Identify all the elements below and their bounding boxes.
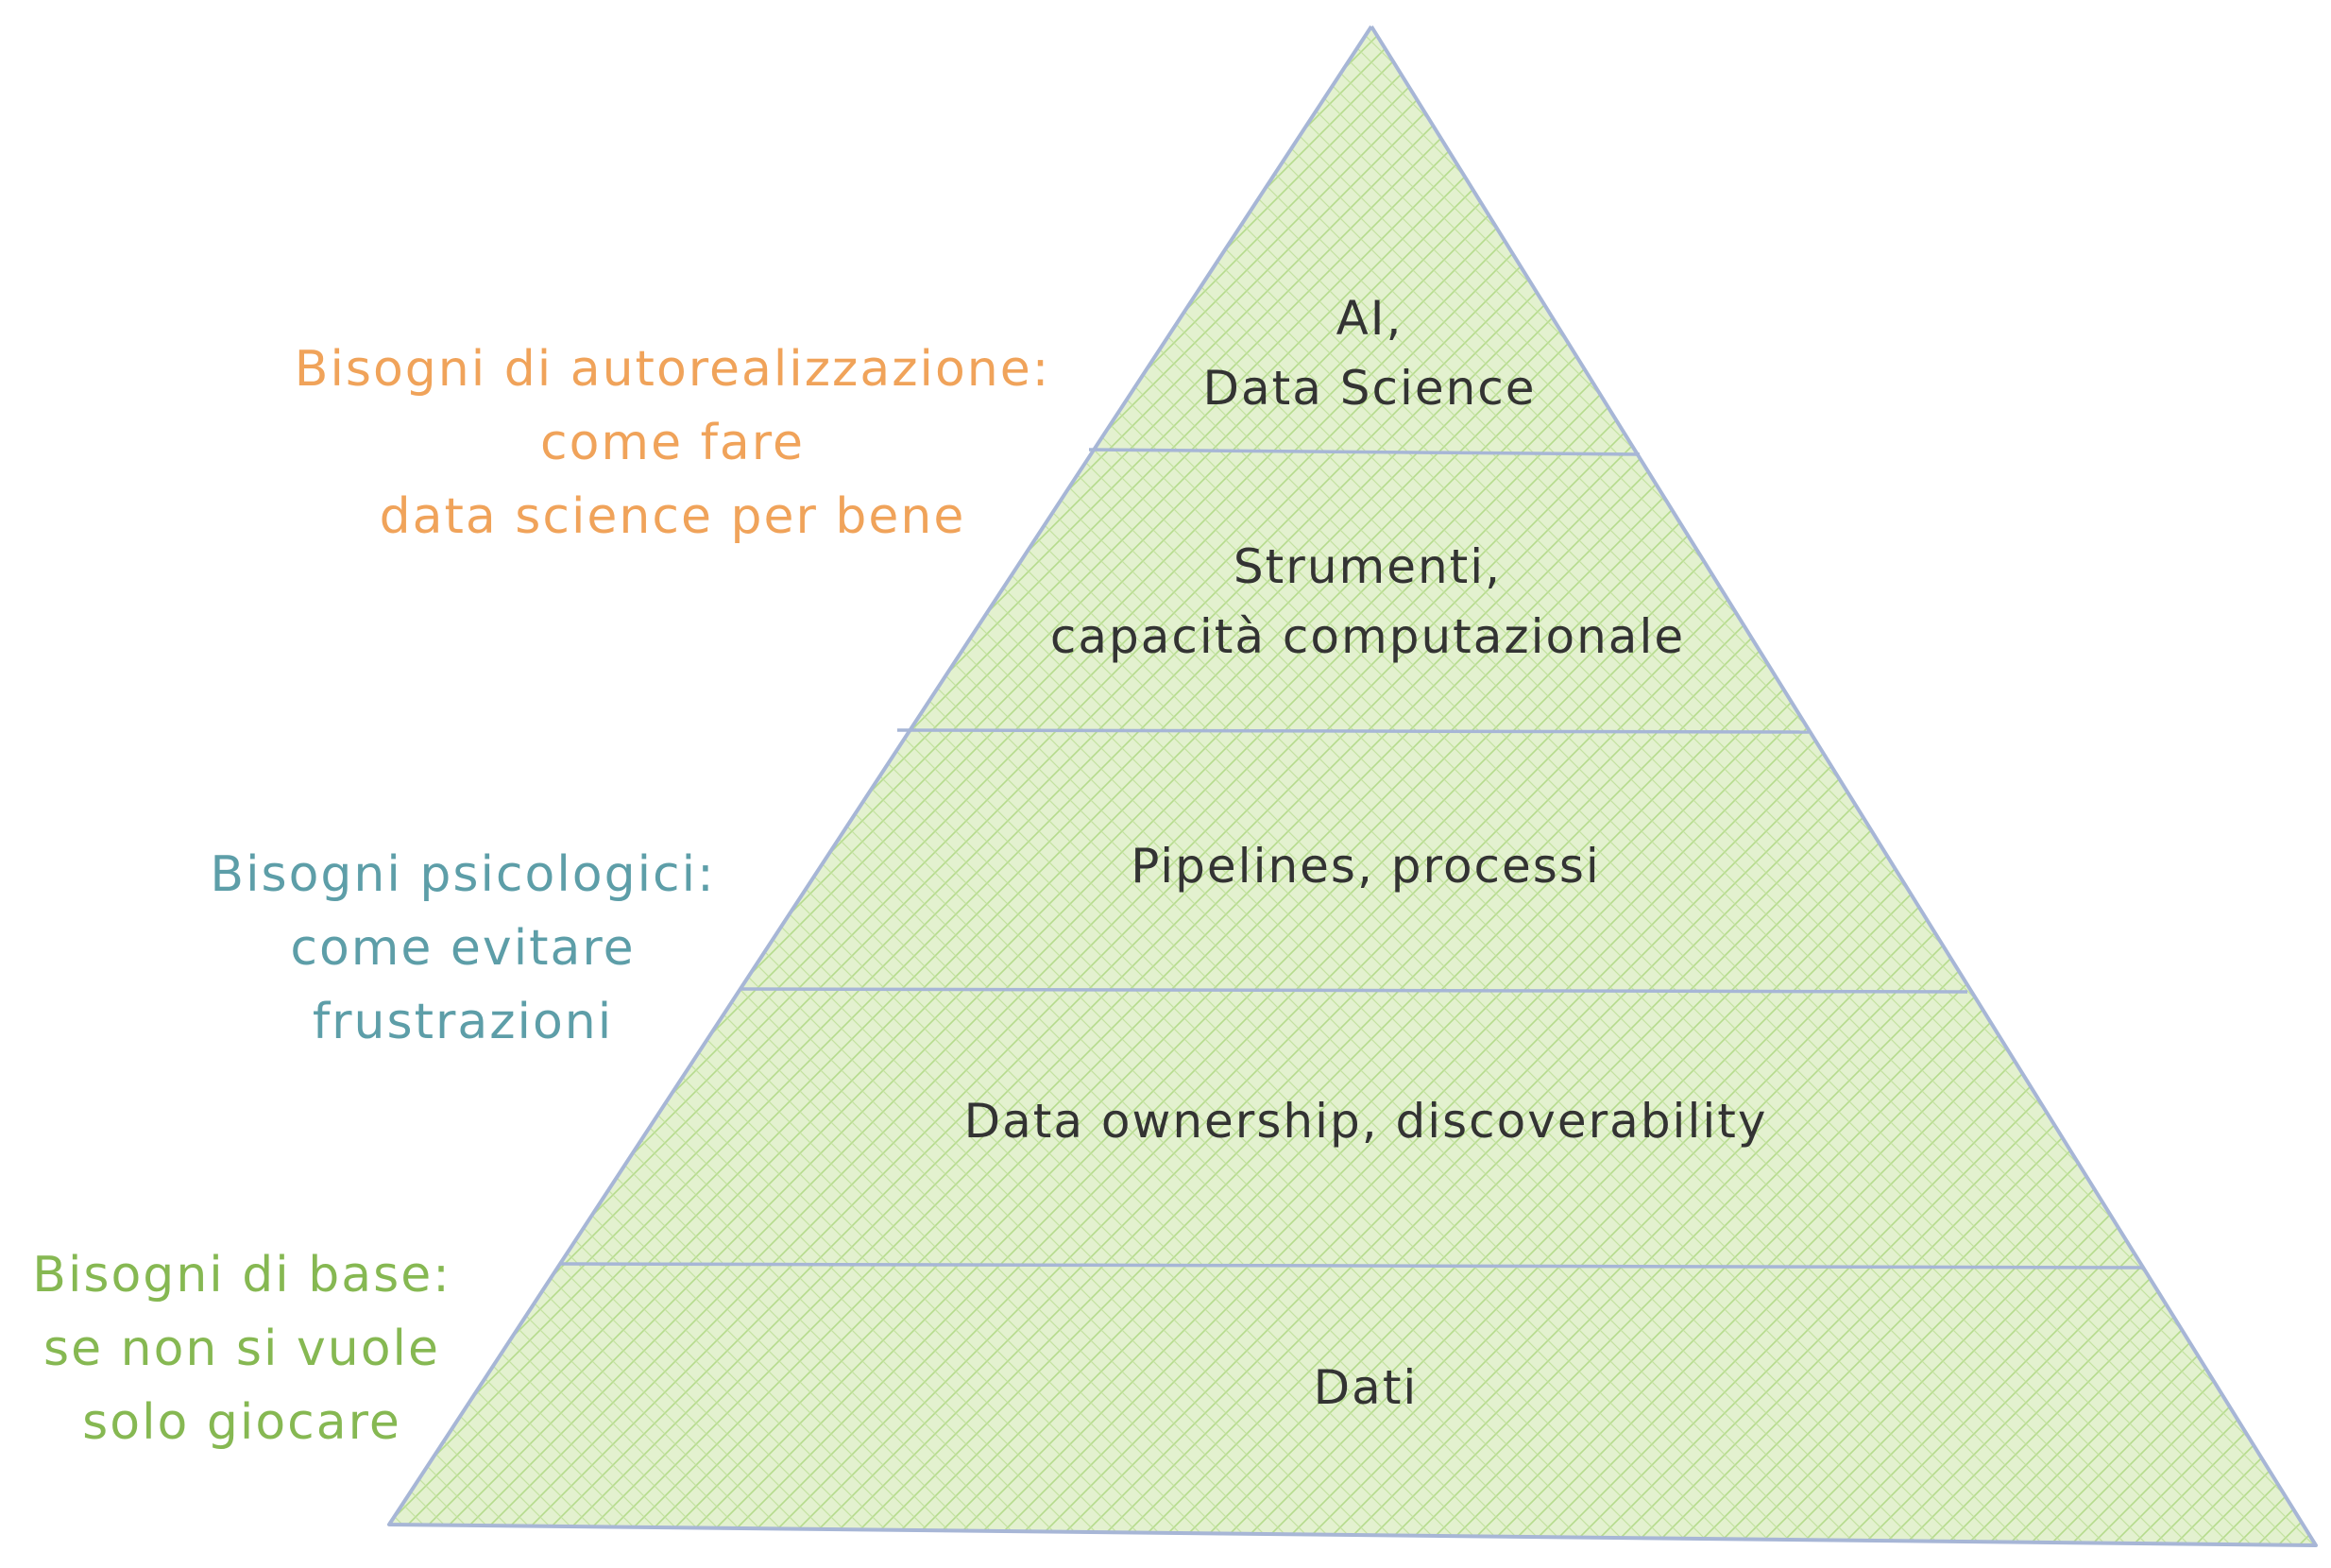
note-psychological: Bisogni psicologici: come evitare frustr… bbox=[210, 838, 715, 1059]
tier-label-ai-data-science: AI, Data Science bbox=[1202, 283, 1536, 423]
tier-label-line: Data Science bbox=[1202, 361, 1537, 416]
note-line: frustrazioni bbox=[312, 994, 614, 1050]
tier-label-line: Pipelines, processi bbox=[1131, 839, 1601, 894]
note-line: se non si vuole bbox=[43, 1321, 440, 1377]
note-line: come evitare bbox=[290, 920, 636, 977]
tier-label-line: Strumenti, bbox=[1233, 539, 1503, 594]
note-line: Bisogni di autorealizzazione: bbox=[294, 341, 1051, 398]
tier-divider-3 bbox=[740, 987, 1968, 994]
note-line: solo giocare bbox=[82, 1394, 401, 1451]
tier-divider-4 bbox=[559, 1262, 2145, 1270]
note-self-actualization: Bisogni di autorealizzazione: come fare … bbox=[295, 332, 1050, 554]
tier-label-strumenti: Strumenti, capacità computazionale bbox=[1050, 532, 1685, 672]
note-basic: Bisogni di base: se non si vuole solo gi… bbox=[32, 1238, 451, 1459]
note-line: Bisogni di base: bbox=[32, 1247, 451, 1304]
tier-label-line: AI, bbox=[1336, 291, 1404, 346]
pyramid-outline bbox=[387, 25, 2318, 1547]
tier-label-line: Dati bbox=[1313, 1360, 1419, 1415]
tier-divider-1 bbox=[1088, 448, 1641, 456]
tier-label-pipelines: Pipelines, processi bbox=[1131, 831, 1601, 901]
tier-label-line: Data ownership, discoverability bbox=[963, 1094, 1768, 1149]
tier-label-line: capacità computazionale bbox=[1049, 609, 1686, 664]
pyramid-body bbox=[389, 26, 2316, 1545]
tier-divider-2 bbox=[896, 728, 1810, 734]
note-line: Bisogni psicologici: bbox=[210, 846, 716, 903]
note-line: come fare bbox=[540, 415, 805, 471]
tier-label-dati: Dati bbox=[1314, 1353, 1419, 1423]
tier-label-data-ownership: Data ownership, discoverability bbox=[964, 1086, 1768, 1156]
note-line: data science per bene bbox=[379, 488, 966, 545]
